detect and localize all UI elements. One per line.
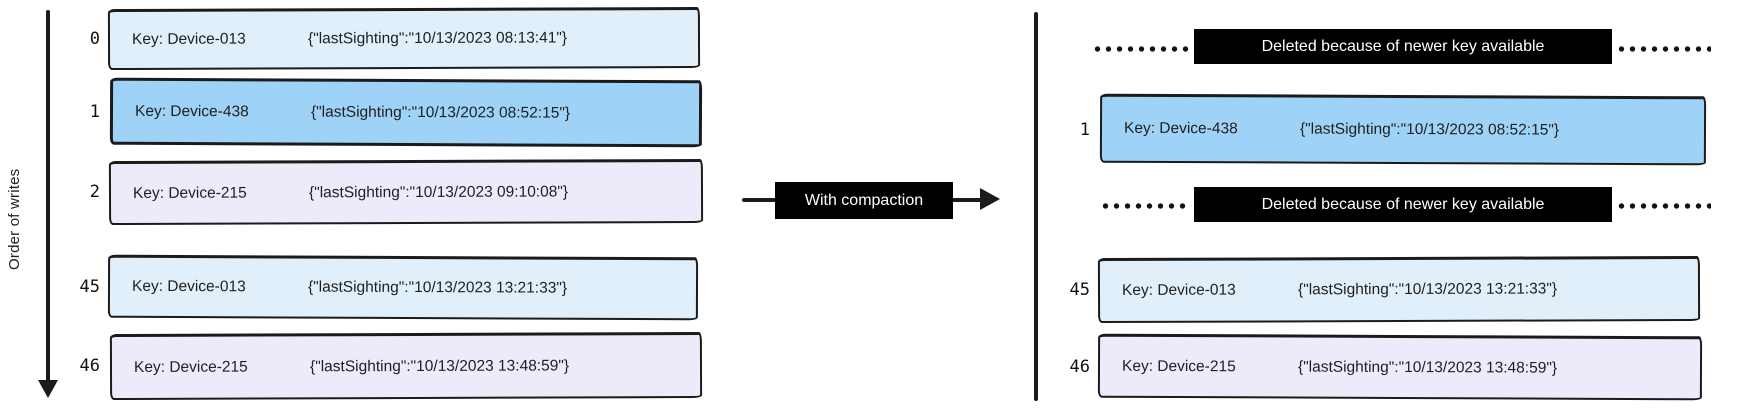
- log-record-row: Key: Device-438 {"lastSighting":"10/13/2…: [109, 77, 703, 148]
- record-key: Key: Device-215: [133, 358, 248, 376]
- order-axis-label: Order of writes: [6, 168, 23, 270]
- record-index: 45: [1069, 280, 1090, 300]
- log-record-row: Key: Device-438 {"lastSighting":"10/13/2…: [1099, 93, 1707, 166]
- record-index: 45: [79, 277, 100, 297]
- deleted-dots-right: [1616, 202, 1711, 210]
- record-key: Key: Device-215: [1121, 357, 1236, 375]
- log-record-row: Key: Device-215 {"lastSighting":"10/13/2…: [1097, 333, 1703, 401]
- record-key: Key: Device-013: [131, 30, 246, 48]
- record-key: Key: Device-438: [134, 102, 249, 120]
- record-index: 46: [79, 356, 100, 376]
- record-value: {"lastSighting":"10/13/2023 08:13:41"}: [307, 29, 568, 48]
- record-value: {"lastSighting":"10/13/2023 09:10:08"}: [308, 182, 569, 201]
- record-index: 0: [89, 29, 100, 49]
- record-index: 1: [89, 102, 100, 122]
- record-key: Key: Device-438: [1123, 119, 1238, 138]
- deleted-dots-left: [1092, 45, 1191, 53]
- record-value: {"lastSighting":"10/13/2023 08:52:15"}: [310, 103, 571, 122]
- record-value: {"lastSighting":"10/13/2023 13:48:59"}: [1297, 358, 1558, 377]
- order-axis-line: [46, 10, 50, 382]
- record-key: Key: Device-013: [131, 277, 246, 296]
- record-key: Key: Device-215: [132, 184, 247, 202]
- record-index: 46: [1069, 357, 1090, 377]
- deleted-label: Deleted because of newer key available: [1194, 187, 1612, 222]
- deleted-label: Deleted because of newer key available: [1194, 29, 1612, 64]
- log-record-row: Key: Device-215 {"lastSighting":"10/13/2…: [109, 331, 703, 401]
- log-record-row: Key: Device-013 {"lastSighting":"10/13/2…: [1097, 255, 1701, 324]
- record-value: {"lastSighting":"10/13/2023 13:21:33"}: [1297, 280, 1558, 299]
- deleted-dots-right: [1616, 45, 1711, 53]
- record-value: {"lastSighting":"10/13/2023 13:48:59"}: [309, 356, 570, 375]
- record-index: 2: [89, 182, 100, 202]
- record-key: Key: Device-013: [1121, 281, 1236, 299]
- compaction-label: With compaction: [775, 182, 953, 219]
- deleted-dots-left: [1100, 202, 1191, 210]
- compacted-log-axis-line: [1034, 12, 1038, 401]
- record-value: {"lastSighting":"10/13/2023 08:52:15"}: [1299, 120, 1560, 139]
- record-index: 1: [1079, 120, 1090, 140]
- log-record-row: Key: Device-215 {"lastSighting":"10/13/2…: [108, 158, 704, 226]
- down-arrowhead-icon: [38, 380, 58, 398]
- log-record-row: Key: Device-013 {"lastSighting":"10/13/2…: [107, 6, 701, 71]
- right-arrowhead-icon: [980, 188, 1000, 210]
- record-value: {"lastSighting":"10/13/2023 13:21:33"}: [307, 278, 568, 297]
- log-record-row: Key: Device-013 {"lastSighting":"10/13/2…: [107, 254, 699, 321]
